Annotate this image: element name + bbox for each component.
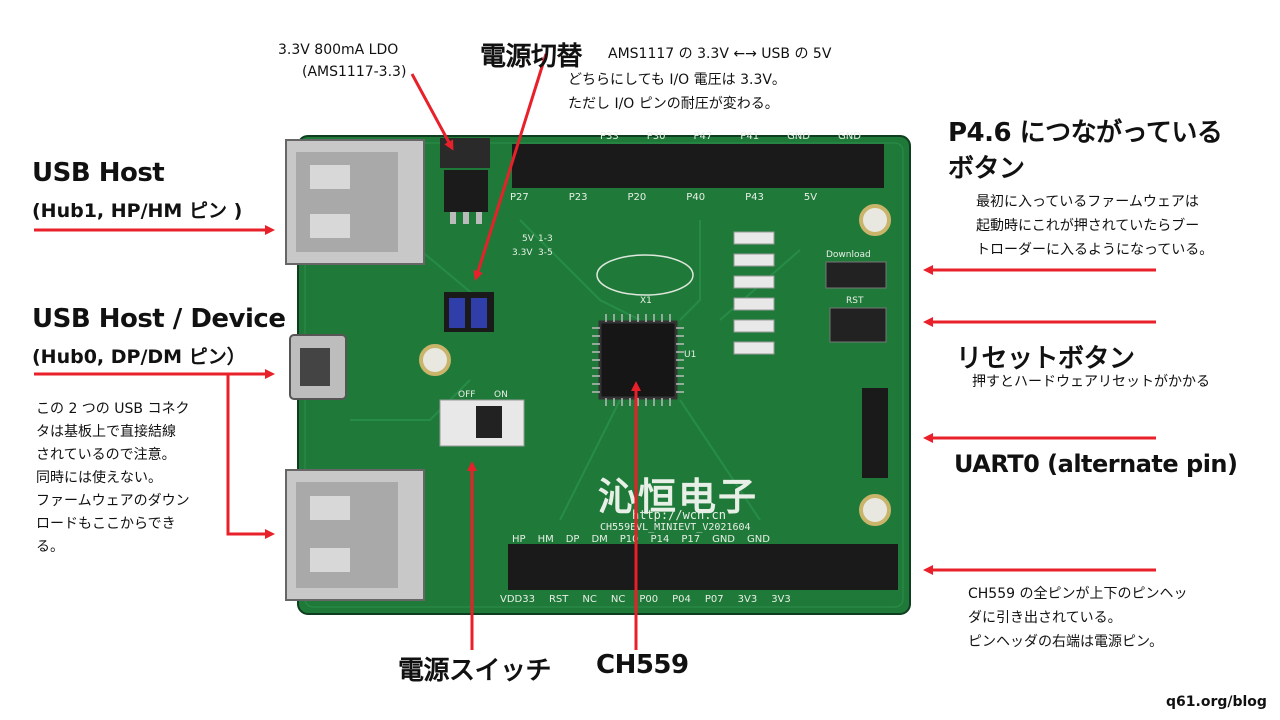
top-header-pin-label-2: P20 (627, 192, 647, 203)
top-header-pin-label-2: 5V (803, 192, 818, 203)
power-select-desc1: AMS1117 の 3.3V ←→ USB の 5V (608, 46, 832, 62)
usb-a-connector-top (285, 139, 425, 265)
usb-host-title: USB Host (32, 158, 165, 188)
bottom-header-pin-label-2: NC (610, 594, 626, 605)
reset-desc: 押すとハードウェアリセットがかかる (972, 374, 1210, 390)
rst-button-body (829, 307, 887, 343)
p46-title-line2: ボタン (948, 154, 1025, 184)
p46-title-line1: P4.6 につながっている (948, 118, 1223, 148)
ldo-label-line1: 3.3V 800mA LDO (278, 42, 399, 58)
ch559-pins-desc1: CH559 の全ピンが上下のピンヘッ (968, 586, 1188, 602)
usb-a-connector-bottom (285, 469, 425, 601)
bottom-header-pin-label: GND (712, 534, 736, 545)
board-brand: 沁恒电子 (598, 475, 759, 519)
usb-note: この 2 つの USB コネク タは基板上で直接結線 されているので注意。 同時… (36, 401, 190, 555)
bottom-header-pin-label: HM (537, 534, 554, 545)
arrow-usb-note (226, 374, 275, 539)
download-button-label: Download (826, 250, 871, 260)
bottom-header-pin-label-2: P04 (672, 594, 691, 605)
crystal-outline (596, 254, 694, 296)
jumper-35-label: 3-5 (538, 248, 553, 258)
power-select-desc2: どちらにしても I/O 電圧は 3.3V。 (568, 72, 786, 88)
bottom-header-pin-label: P17 (681, 534, 701, 545)
ldo-label-line2: (AMS1117-3.3) (302, 64, 407, 80)
bottom-header-pin-label: GND (747, 534, 770, 545)
top-header-labels: P33 P30 P47 P41 GND GND (600, 131, 861, 142)
board-url: http://wch.cn (632, 508, 726, 522)
top-pin-header (512, 144, 884, 188)
bottom-header-pin-label-2: P07 (704, 594, 724, 605)
top-header-pin-label: GND (787, 131, 810, 142)
power-select-title: 電源切替 (480, 42, 583, 72)
top-header-pin-label: P47 (693, 131, 713, 142)
reset-title: リセットボタン (956, 344, 1135, 374)
arrow-power-select (473, 53, 548, 281)
mounting-holes (419, 204, 891, 526)
top-header-labels-2: P27 P23 P20 P40 P43 5V (510, 192, 817, 203)
ch559-pins-desc2: ダに引き出されている。 (968, 610, 1122, 626)
bottom-header-labels: HP HM DP DM P10 P14 P17 GND GND (512, 534, 770, 545)
bottom-header-pin-label-2: NC (582, 594, 597, 605)
top-header-pin-label-2: P43 (745, 192, 764, 203)
top-header-pin-label: P33 (600, 131, 619, 142)
bottom-header-pin-label: HP (512, 534, 526, 545)
arrow-ldo (410, 73, 454, 151)
jumper-5v-label: 5V (522, 234, 534, 244)
footer-url: q61.org/blog (1166, 694, 1267, 710)
uart-pin-header (862, 388, 888, 478)
chip-silk-label: U1 (684, 350, 697, 360)
rst-button-label: RST (846, 296, 864, 306)
top-header-pin-label: P30 (646, 131, 666, 142)
bottom-header-pin-label-2: P00 (639, 594, 659, 605)
p46-desc3: トローダーに入るようになっている。 (976, 242, 1214, 258)
power-switch-body (439, 399, 525, 447)
uart-title: UART0 (alternate pin) (954, 450, 1238, 478)
ch559-pins-desc3: ピンヘッダの右端は電源ピン。 (968, 634, 1164, 650)
jumper-13-label: 1-3 (538, 234, 553, 244)
jumper-33v-label: 3.3V (512, 248, 533, 258)
bottom-header-pin-label: DM (591, 534, 608, 545)
bottom-header-labels-2: VDD33 RST NC NC P00 P04 P07 3V3 3V3 (500, 594, 791, 605)
usb-device-title: USB Host / Device (32, 304, 286, 334)
bottom-header-pin-label: P10 (619, 534, 639, 545)
top-header-pin-label-2: P27 (510, 192, 529, 203)
power-select-desc3: ただし I/O ピンの耐圧が変わる。 (568, 96, 779, 112)
bottom-header-pin-label-2: 3V3 (771, 594, 791, 605)
bottom-header-pin-label-2: RST (548, 594, 569, 605)
top-header-pin-label-2: P23 (568, 192, 588, 203)
power-switch-label: 電源スイッチ (398, 656, 552, 686)
usb-host-subtitle: (Hub1, HP/HM ピン ) (32, 200, 243, 222)
bottom-header-pin-label: DP (565, 534, 580, 545)
ldo-regulator (440, 138, 490, 224)
switch-off-label: OFF (458, 390, 476, 400)
p46-desc2: 起動時にこれが押されていたらブー (976, 218, 1200, 234)
top-header-pin-label-2: P40 (686, 192, 706, 203)
switch-on-label: ON (494, 390, 508, 400)
bottom-pin-header (508, 544, 898, 590)
bottom-header-pin-label: P14 (650, 534, 670, 545)
led-column (733, 231, 775, 355)
top-header-pin-label: P41 (740, 131, 760, 142)
download-button-body (825, 261, 887, 289)
bottom-header-pin-label-2: 3V3 (737, 594, 758, 605)
power-jumper (444, 292, 494, 332)
top-header-pin-label: GND (838, 131, 861, 142)
crystal-silk-label: X1 (640, 296, 652, 306)
chip-label: CH559 (596, 650, 689, 680)
mcu-chip (592, 314, 684, 406)
usb-device-subtitle: (Hub0, DP/DM ピン） (32, 346, 246, 368)
p46-desc1: 最初に入っているファームウェアは (976, 194, 1199, 210)
board-model: CH559EVL_MINIEVT_V2021604 (600, 522, 751, 533)
bottom-header-pin-label-2: VDD33 (500, 594, 535, 605)
